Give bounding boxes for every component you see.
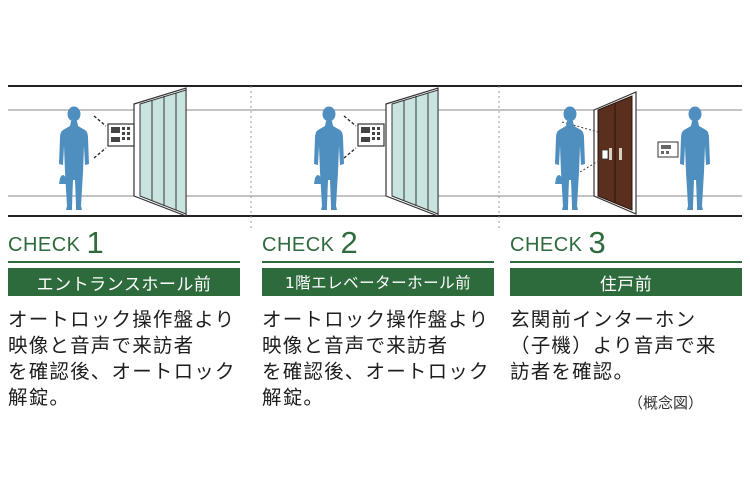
person-silhouette-icon (555, 106, 585, 210)
check-number: 1 (86, 225, 104, 260)
location-label: 住戸前 (510, 268, 742, 296)
heading-rule (510, 261, 742, 263)
check-panel-3: CHECK 3 住戸前 玄関前インターホン （子機）より音声で来 訪者を確認。 (510, 224, 742, 385)
location-label: エントランスホール前 (8, 268, 240, 296)
check-description: オートロック操作盤より 映像と音声で来訪者 を確認後、オートロック 解錠。 (8, 308, 236, 409)
check-panel-1: CHECK 1 エントランスホール前 オートロック操作盤より 映像と音声で来訪者… (8, 224, 240, 411)
check-word: CHECK (8, 234, 81, 256)
scene-1 (59, 87, 187, 217)
check-word: CHECK (510, 234, 583, 256)
heading-rule (8, 261, 240, 263)
scene-3 (555, 91, 710, 215)
scene-2 (314, 87, 439, 217)
door-monitor-icon (657, 141, 679, 158)
check-panel-2: CHECK 2 1階エレベーターホール前 オートロック操作盤より 映像と音声で来… (262, 224, 494, 411)
intercom-panel-icon (107, 123, 135, 147)
check-heading: CHECK 3 (510, 224, 742, 258)
location-label: 1階エレベーターホール前 (262, 268, 494, 296)
person-silhouette-icon (680, 106, 710, 210)
check-description: オートロック操作盤より 映像と音声で来訪者 を確認後、オートロック 解錠。 (262, 308, 490, 409)
person-silhouette-icon (314, 106, 344, 210)
check-heading: CHECK 1 (8, 224, 240, 258)
concept-diagram-caption: （概念図） (628, 394, 704, 412)
check-description: 玄関前インターホン （子機）より音声で来 訪者を確認。 (510, 308, 717, 383)
heading-rule (262, 261, 494, 263)
check-number: 3 (588, 225, 606, 260)
person-silhouette-icon (59, 106, 89, 210)
check-number: 2 (340, 225, 358, 260)
intercom-panel-icon (357, 123, 385, 147)
illustration-strip (8, 85, 742, 230)
check-heading: CHECK 2 (262, 224, 494, 258)
check-word: CHECK (262, 234, 335, 256)
